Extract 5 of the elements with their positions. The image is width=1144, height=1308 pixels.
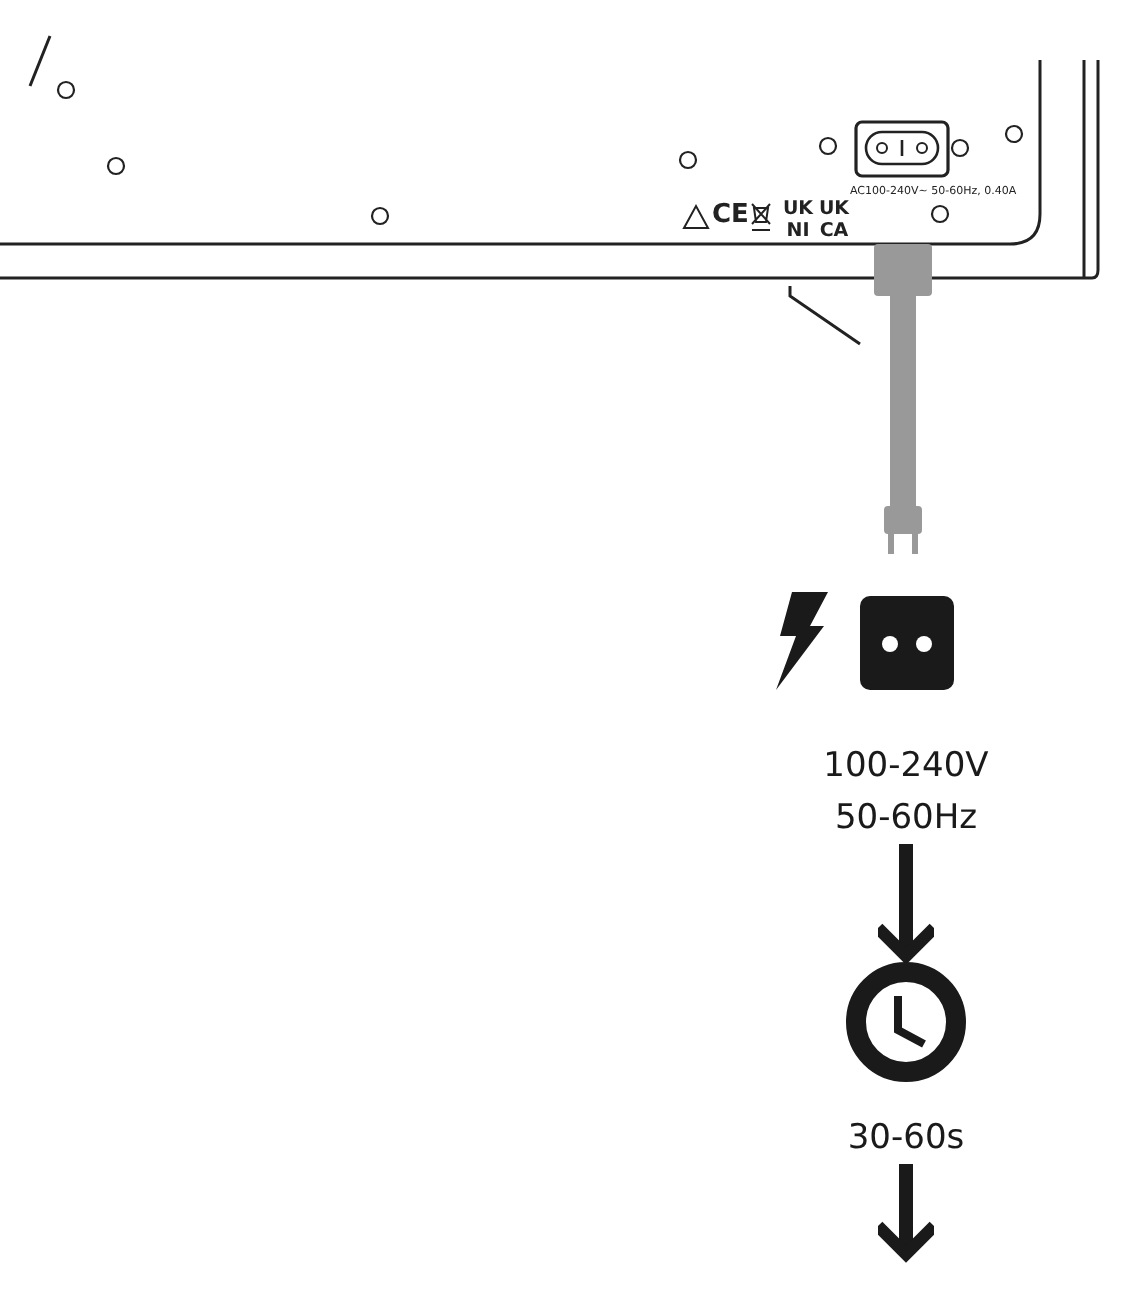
caption-text: 30-60s xyxy=(845,1116,967,1162)
conformity-mark: UK CA xyxy=(818,200,850,242)
conformity-mark: CE xyxy=(712,202,749,230)
caption-text: 100-240V 50-60Hz xyxy=(821,744,991,842)
conformity-mark: UK NI xyxy=(782,200,814,242)
